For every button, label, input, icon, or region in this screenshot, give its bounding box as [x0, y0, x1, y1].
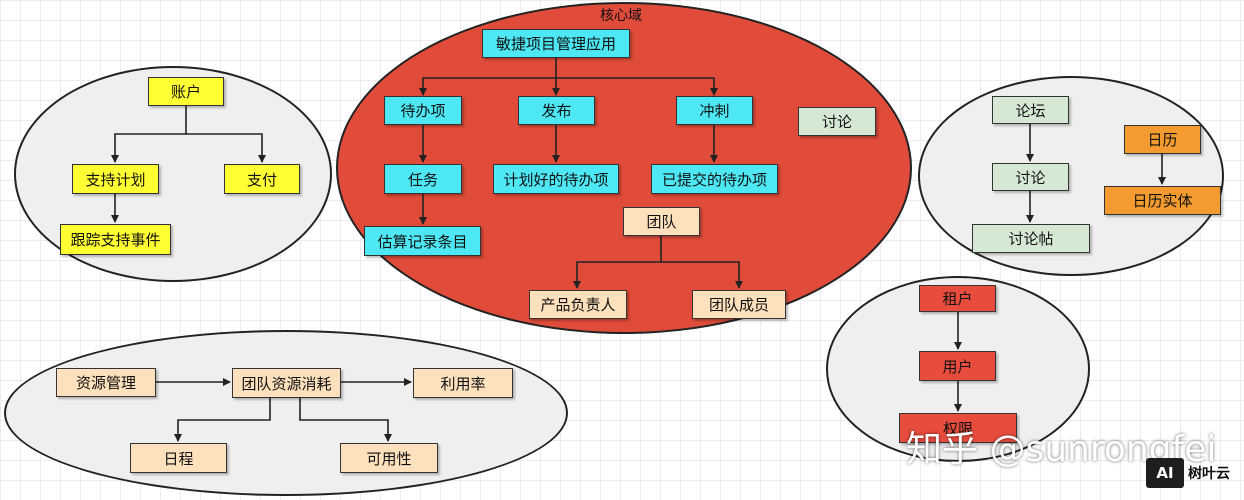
- node-utilization[interactable]: 利用率: [413, 368, 513, 398]
- node-permission[interactable]: 权限: [899, 413, 1017, 443]
- node-calendar-entry[interactable]: 日历实体: [1104, 186, 1221, 215]
- node-estimate[interactable]: 估算记录条目: [364, 226, 481, 256]
- node-post[interactable]: 讨论帖: [972, 224, 1090, 253]
- node-planned-backlog[interactable]: 计划好的待办项: [493, 164, 619, 194]
- node-resource-mgmt[interactable]: 资源管理: [56, 368, 156, 397]
- node-team-resource[interactable]: 团队资源消耗: [232, 368, 341, 398]
- node-discussion-core[interactable]: 讨论: [798, 107, 876, 136]
- core-domain-label: 核心域: [600, 8, 642, 24]
- node-calendar[interactable]: 日历: [1124, 125, 1201, 154]
- node-schedule[interactable]: 日程: [130, 443, 227, 473]
- collaboration-subdomain: [918, 76, 1224, 276]
- node-team[interactable]: 团队: [623, 207, 700, 236]
- node-sprint[interactable]: 冲刺: [676, 96, 753, 125]
- node-team-member[interactable]: 团队成员: [692, 290, 786, 319]
- node-track-support[interactable]: 跟踪支持事件: [60, 224, 171, 255]
- node-task[interactable]: 任务: [384, 164, 462, 194]
- node-product-owner[interactable]: 产品负责人: [529, 290, 627, 319]
- node-availability[interactable]: 可用性: [340, 443, 438, 473]
- ai-logo-icon: AI: [1146, 458, 1184, 488]
- node-committed-backlog[interactable]: 已提交的待办项: [651, 164, 778, 194]
- brand-watermark: 树叶云: [1188, 466, 1230, 482]
- node-forum[interactable]: 论坛: [992, 96, 1069, 124]
- node-account[interactable]: 账户: [148, 77, 224, 106]
- node-backlog[interactable]: 待办项: [384, 96, 462, 125]
- node-user[interactable]: 用户: [919, 351, 996, 381]
- node-tenant[interactable]: 租户: [919, 285, 996, 312]
- node-support-plan[interactable]: 支持计划: [72, 164, 159, 194]
- node-agile-app[interactable]: 敏捷项目管理应用: [482, 29, 630, 58]
- node-release[interactable]: 发布: [518, 96, 595, 125]
- node-payment[interactable]: 支付: [224, 164, 300, 194]
- node-discussion[interactable]: 讨论: [992, 163, 1069, 191]
- resource-subdomain: [4, 330, 568, 496]
